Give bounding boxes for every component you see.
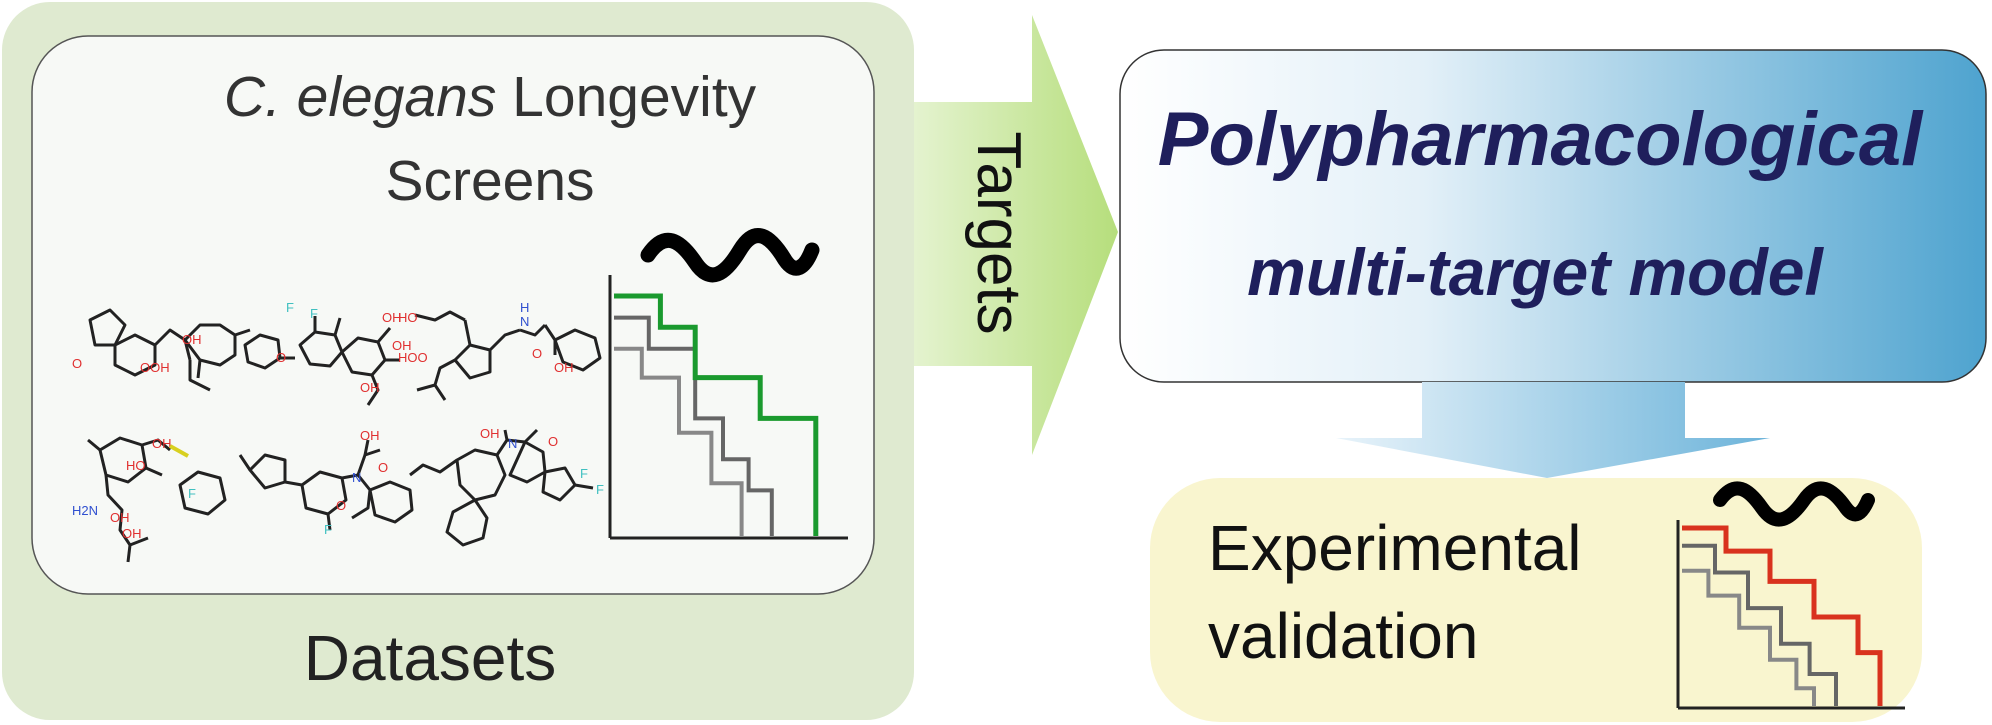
atom-label: H2N (72, 503, 98, 518)
worm-icon (640, 228, 820, 283)
atom-label: OOH (140, 360, 170, 375)
atom-label: F (188, 486, 196, 501)
molecule-4 (87, 436, 227, 563)
atom-label: O (72, 356, 82, 371)
atom-label: F (580, 466, 588, 481)
atom-label: F (324, 522, 332, 537)
survival-curves-validation (1682, 525, 1883, 706)
molecule-2 (243, 316, 400, 406)
atom-label: OH (382, 310, 402, 325)
atom-label: OH (110, 510, 130, 525)
atom-label: O (276, 350, 286, 365)
atom-label: H (520, 300, 529, 315)
survival-chart-validation (1676, 481, 1905, 710)
survival-curve-control-1 (614, 315, 774, 536)
datasets-title-line2: Screens (385, 149, 594, 213)
survival-curve-control-2 (1682, 568, 1816, 706)
survival-curves-datasets (614, 293, 819, 536)
atom-label: N (352, 470, 361, 485)
datasets-footer-label: Datasets (304, 622, 557, 694)
model-box-title-line2: multi-target model (1247, 235, 1824, 309)
atom-label: N (520, 314, 529, 329)
atom-label: HO (126, 458, 146, 473)
targets-arrow (914, 15, 1118, 455)
atom-label: OH (480, 426, 500, 441)
worm-icon (1713, 481, 1875, 527)
molecule-3 (414, 310, 602, 401)
molecule-6 (409, 428, 594, 547)
atom-label: OH (152, 436, 172, 451)
atom-label: OH (554, 360, 574, 375)
species-name: C. elegans (224, 65, 497, 129)
validation-title-line2: validation (1208, 600, 1478, 672)
survival-curve-treated (614, 293, 819, 536)
atom-label: HOO (398, 350, 428, 365)
atom-label: OH (122, 526, 142, 541)
atom-label: OH (182, 332, 202, 347)
survival-curve-control-1 (1682, 543, 1838, 706)
molecule-grid (87, 308, 602, 563)
title-rest: Longevity (496, 65, 756, 129)
atom-label: F (286, 300, 294, 315)
validation-box (1150, 478, 1922, 722)
molecule-5 (238, 439, 414, 531)
atom-label: F (596, 482, 604, 497)
atom-label: OH (360, 428, 380, 443)
model-box-title-line1: Polypharmacological (1158, 97, 1924, 182)
atom-label: OH (392, 338, 412, 353)
survival-curve-control-2 (614, 346, 744, 536)
atom-label: O (336, 498, 346, 513)
molecule-atom-labels: OH O OOH OH OH OH F F O HO H N HOO O OH … (72, 300, 604, 541)
atom-label: N (508, 436, 517, 451)
datasets-title-line1: C. elegans Longevity (224, 65, 757, 129)
validation-title-line1: Experimental (1208, 512, 1582, 584)
sulfur-bond (169, 444, 189, 458)
atom-label: OH (360, 380, 380, 395)
molecule-1 (88, 308, 251, 392)
down-arrow (1336, 382, 1770, 478)
survival-chart-datasets (608, 228, 848, 540)
targets-arrow-label: Targets (964, 131, 1033, 334)
survival-curve-treated (1682, 525, 1883, 706)
atom-label: HO (398, 310, 418, 325)
atom-label: F (310, 306, 318, 321)
atom-label: O (378, 460, 388, 475)
atom-label: O (548, 434, 558, 449)
atom-label: O (532, 346, 542, 361)
